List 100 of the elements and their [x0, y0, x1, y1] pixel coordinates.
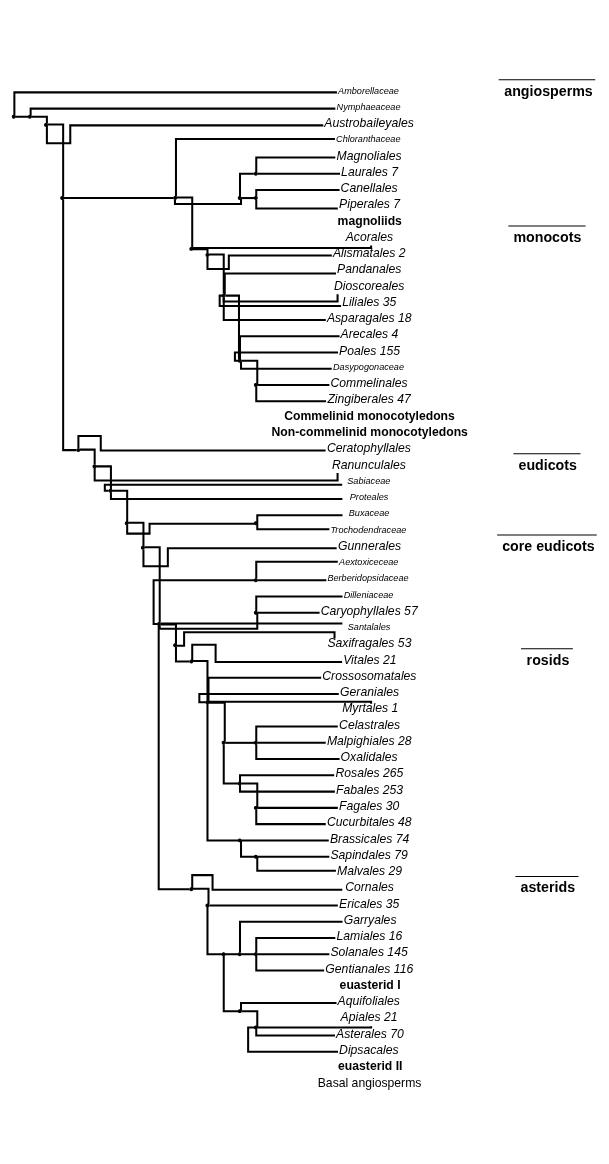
node-point: [108, 488, 113, 493]
node-text: Malvales 29: [337, 863, 403, 878]
node-point: [253, 854, 258, 859]
node-point: [92, 463, 97, 468]
node-text: Malpighiales 28: [326, 733, 412, 748]
connector: [255, 155, 336, 172]
node-text: Cucurbitales 48: [326, 814, 412, 829]
connector: [222, 955, 239, 1012]
node-text: Arecales 4: [340, 326, 399, 341]
connector: [257, 741, 326, 744]
node-point: [253, 520, 258, 525]
connector: [192, 659, 209, 700]
node-text: Lamiales 16: [336, 928, 403, 943]
node-text: Nymphaeaceae: [336, 101, 401, 112]
connector: [255, 386, 327, 402]
node-text: Crossosomatales: [322, 668, 417, 683]
node-text: Piperales 7: [339, 196, 401, 211]
connector: [239, 773, 335, 782]
connector: [255, 808, 326, 825]
connector: [257, 806, 338, 809]
label: rosids: [526, 651, 570, 668]
connector: [257, 578, 327, 581]
connector: [208, 700, 373, 704]
node-text: Ranunculales: [331, 457, 406, 472]
node-text: Sabiaceae: [347, 475, 391, 486]
connector: [144, 545, 161, 623]
connector: [255, 743, 340, 760]
label: monocots: [513, 228, 582, 245]
node-point: [237, 837, 242, 842]
node-text: Ceratophyllales: [326, 440, 411, 455]
node-point: [237, 781, 242, 785]
connector: [240, 1001, 337, 1010]
connector: [192, 887, 210, 904]
node-text: Austrobaileyales: [324, 115, 414, 130]
connector: [257, 383, 330, 386]
node-point: [27, 114, 32, 119]
connector: [255, 725, 338, 741]
connector: [158, 612, 259, 630]
node-text: Commelinales: [330, 375, 408, 390]
connector: [206, 703, 238, 841]
connector: [225, 741, 255, 744]
connector: [222, 296, 326, 321]
connector: [255, 188, 340, 196]
node-text: Dipsacales: [339, 1042, 399, 1057]
connector: [222, 744, 239, 784]
connector: [255, 594, 343, 611]
connector: [247, 1025, 339, 1053]
node-point: [189, 659, 194, 663]
node-text: Trochodendraceae: [330, 524, 407, 535]
connector: [256, 522, 330, 530]
node-point: [124, 520, 129, 525]
connector: [45, 123, 324, 144]
node-text: Garryales: [343, 912, 397, 927]
connector: [239, 334, 340, 359]
node-point: [237, 358, 242, 363]
connector: [241, 196, 255, 199]
node-text: Chloranthaceae: [336, 133, 401, 144]
connector: [240, 840, 254, 858]
connector: [240, 360, 332, 370]
connector: [160, 622, 177, 644]
node-text: Dilleniaceae: [343, 589, 394, 600]
node-point: [173, 642, 178, 647]
connector: [31, 115, 48, 124]
node-text: Cornales: [345, 879, 394, 894]
connector: [192, 244, 373, 249]
node-point: [205, 699, 210, 704]
connector: [62, 198, 77, 451]
node-point: [253, 577, 258, 582]
node-point: [189, 886, 194, 891]
connector: [95, 464, 112, 489]
node-text: Asterales 70: [336, 1026, 404, 1041]
connector: [29, 107, 336, 115]
node-text: Celastrales: [339, 717, 401, 732]
connector: [152, 578, 255, 625]
node-text: Solanales 145: [330, 944, 408, 959]
connector: [223, 271, 336, 295]
node-point: [253, 382, 258, 387]
connector: [174, 137, 335, 197]
connector: [206, 906, 223, 955]
node-text: Myrtales 1: [342, 700, 399, 715]
node-point: [205, 903, 210, 907]
connector: [256, 513, 343, 523]
connector: [257, 172, 341, 175]
node-text: Rosales 265: [335, 765, 404, 780]
connector: [112, 489, 129, 522]
node-point: [253, 171, 258, 176]
connector: [109, 491, 343, 500]
node-text: Alismatales 2: [333, 245, 406, 260]
connector: [257, 952, 330, 955]
connector: [241, 952, 255, 955]
connector: [176, 196, 194, 248]
node-text: Dioscoreales: [334, 278, 405, 293]
connector: [209, 903, 338, 906]
connector: [257, 1024, 373, 1028]
node-point: [253, 610, 258, 615]
connector: [15, 115, 29, 118]
node-text: Asparagales 18: [326, 310, 412, 325]
node-text: Gunnerales: [338, 538, 402, 553]
connector: [47, 122, 65, 197]
node-point: [237, 195, 242, 200]
